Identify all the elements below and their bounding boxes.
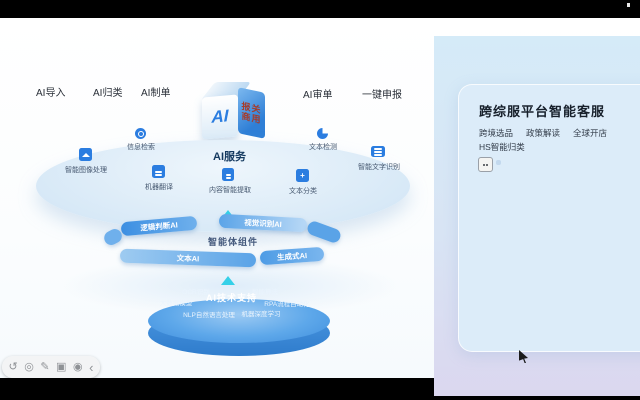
undo-icon[interactable]: ↺: [8, 360, 18, 373]
search-circle-icon: [135, 128, 146, 139]
camera-icon[interactable]: ▣: [56, 360, 67, 373]
blocks-icon: +: [296, 169, 309, 182]
main-stage: AI导入 AI归类 AI制单 AI审单 一键申报 AI 报关商用 AI服务 信息…: [0, 18, 640, 396]
service-label: 内容智能提取: [209, 187, 251, 194]
assistant-avatar: [478, 157, 493, 172]
document-icon: [222, 168, 234, 181]
base-item: 大数据模型: [159, 300, 193, 307]
tab-policy-interpretation[interactable]: 政策解读: [526, 128, 561, 138]
ring-title: 智能体组件: [208, 237, 259, 247]
nav-ai-review[interactable]: AI审单: [303, 90, 333, 101]
base-item: 智能算法: [252, 289, 278, 296]
ai-services-title: AI服务: [213, 151, 246, 163]
service-label: 文本检测: [309, 144, 337, 151]
tab-hs-smart-classify[interactable]: HS智能归类: [479, 142, 525, 152]
pie-chart-icon: [317, 128, 328, 139]
service-label: 文本分类: [289, 188, 317, 195]
base-item: OCR识别: [182, 289, 210, 296]
base-arrow-icon: [221, 276, 235, 285]
typing-indicator: [496, 160, 501, 165]
annotation-toolbar[interactable]: ↺ ◎ ✎ ▣ ◉ ‹: [2, 356, 100, 378]
pen-icon[interactable]: ✎: [40, 360, 50, 373]
service-label: 机器翻译: [145, 184, 173, 191]
base-item: RPA流程自动化: [264, 301, 310, 308]
record-icon[interactable]: ◎: [24, 360, 34, 373]
cube-side-text: 报关商用: [241, 100, 262, 126]
tab-cross-border-selection[interactable]: 跨境选品: [479, 128, 514, 138]
nav-ai-classify[interactable]: AI归类: [93, 88, 123, 99]
chat-panel: 跨综服平台智能客服 跨境选品 政策解读 全球开店 HS智能归类: [434, 36, 640, 396]
nav-ai-order[interactable]: AI制单: [141, 88, 171, 99]
top-right-speck: [627, 3, 630, 7]
service-label: 智能文字识别: [358, 164, 400, 171]
cube-side-face: 报关商用: [238, 87, 265, 139]
webcam-icon[interactable]: ◉: [72, 360, 83, 373]
tab-global-store-opening[interactable]: 全球开店: [573, 128, 608, 138]
card-icon: [371, 146, 385, 157]
base-item: 机器深度学习: [241, 311, 281, 318]
chat-title: 跨综服平台智能客服: [479, 104, 606, 119]
image-icon: [79, 148, 92, 161]
collapse-icon[interactable]: ‹: [89, 359, 94, 375]
top-letterbox-bar: [0, 0, 640, 18]
base-item: NLP自然语言处理: [183, 312, 235, 319]
mouse-cursor: [519, 350, 528, 363]
service-label: 信息检索: [127, 144, 155, 151]
tech-base-top: [148, 299, 330, 343]
chat-card: 跨综服平台智能客服 跨境选品 政策解读 全球开店 HS智能归类: [458, 84, 640, 352]
cube-front-face: AI: [202, 94, 238, 140]
chat-tabs: 跨境选品 政策解读 全球开店 HS智能归类: [479, 127, 631, 153]
ai-cube: AI 报关商用: [198, 78, 270, 148]
tech-base-title: AI技术支持: [206, 293, 258, 303]
nav-one-click-declare[interactable]: 一键申报: [362, 90, 402, 101]
translate-icon: [152, 165, 165, 178]
nav-ai-import[interactable]: AI导入: [36, 88, 66, 99]
service-label: 智能图像处理: [65, 167, 107, 174]
